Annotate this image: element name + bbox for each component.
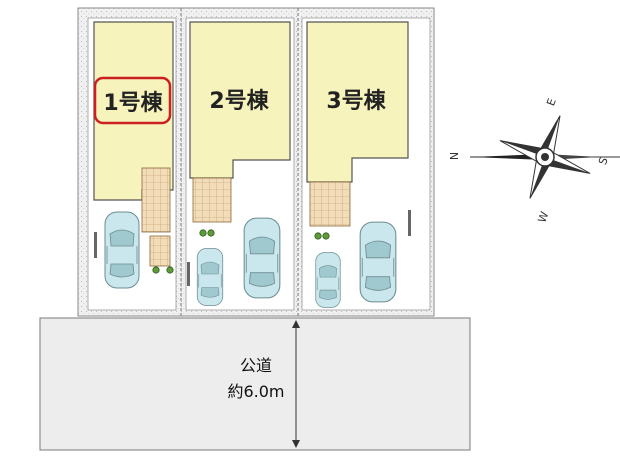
car-2a (196, 248, 224, 306)
building-2-footprint (189, 21, 291, 179)
road-name: 公道 (240, 356, 272, 375)
lot-1 (87, 17, 177, 311)
entrance-tiles-2 (192, 177, 232, 223)
car-1 (104, 211, 140, 289)
lot-2-label: 2号棟 (209, 88, 269, 114)
compass-rose-icon (470, 115, 620, 199)
lot-2 (185, 17, 295, 311)
entrance-tiles-1 (141, 167, 171, 233)
compass-e-label: E (544, 97, 559, 108)
compass-n-label: N (448, 152, 461, 160)
public-road (39, 317, 471, 451)
lot-3 (301, 17, 431, 311)
building-3-footprint (306, 21, 409, 183)
road-width: 約6.0m (227, 382, 284, 401)
lot-3-label: 3号棟 (326, 88, 386, 114)
compass-s-label: S (596, 156, 611, 167)
compass-w-label: W (535, 210, 551, 225)
lot-1-label: 1号棟 (103, 90, 163, 116)
car-2b (243, 217, 281, 299)
car-3a (315, 252, 341, 308)
entrance-tiles-3 (309, 181, 351, 227)
lot-1-highlight-frame (93, 76, 172, 125)
car-3b (359, 221, 397, 303)
